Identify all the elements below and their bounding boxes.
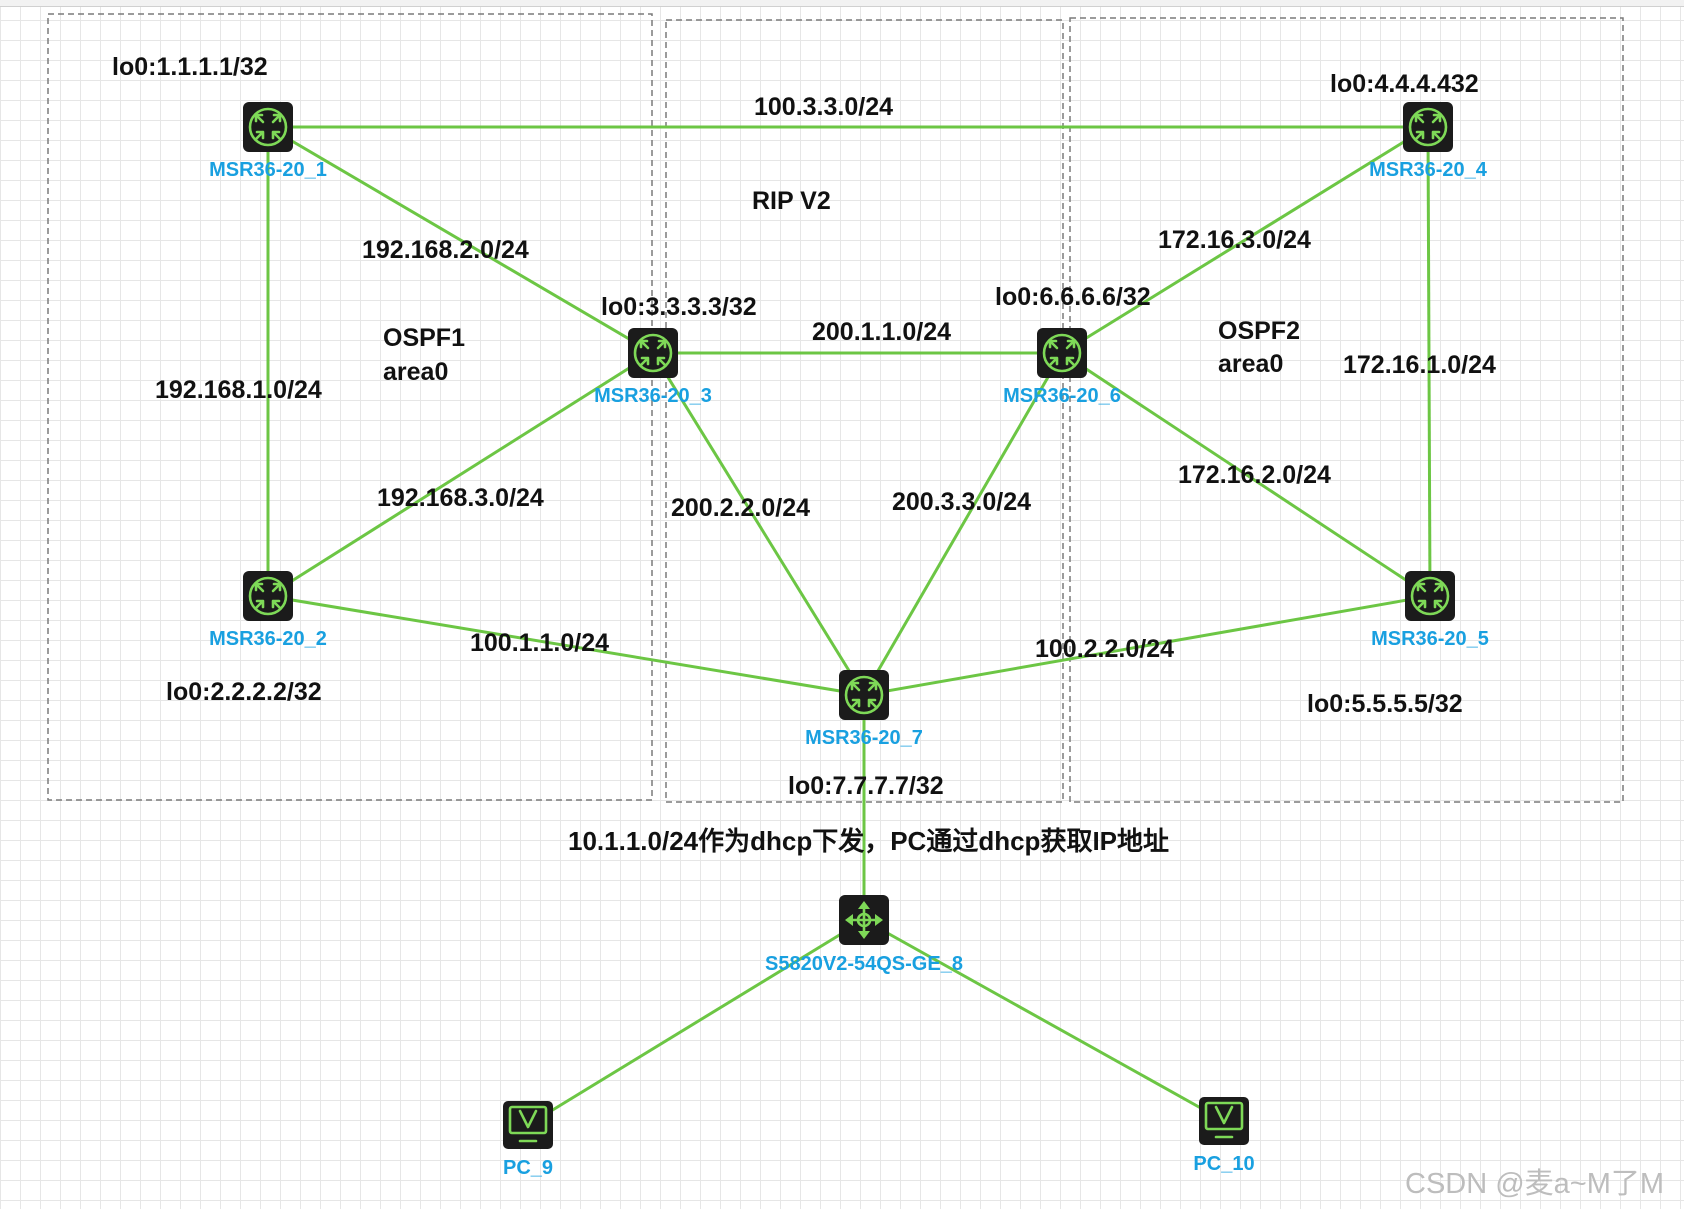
link-label-r1-r3: 192.168.2.0/24 — [362, 236, 529, 264]
rip-region-name: RIP V2 — [752, 187, 831, 215]
ospf2-area-label: area0 — [1218, 350, 1283, 378]
switch-icon[interactable] — [837, 893, 891, 947]
router-icon[interactable] — [241, 569, 295, 623]
window-top-strip — [0, 0, 1684, 7]
device-name-r5: MSR36-20_5 — [1371, 628, 1489, 650]
dhcp-note: 10.1.1.0/24作为dhcp下发，PC通过dhcp获取IP地址 — [568, 826, 1169, 856]
loopback-label-r6: lo0:6.6.6.6/32 — [995, 283, 1151, 311]
link-sw8-pc9[interactable] — [527, 918, 865, 1127]
device-name-sw8: S5820V2-54QS-GE_8 — [765, 953, 963, 975]
link-sw8-pc10[interactable] — [863, 918, 1225, 1123]
link-label-r1-r2: 192.168.1.0/24 — [155, 376, 322, 404]
ospf2-region-name: OSPF2 — [1218, 317, 1300, 345]
device-name-r6: MSR36-20_6 — [1003, 385, 1121, 407]
router-node-r1[interactable] — [241, 100, 295, 154]
loopback-label-r7: lo0:7.7.7.7/32 — [788, 772, 944, 800]
link-r4-r5[interactable] — [1426, 126, 1432, 597]
link-label-r2-r3: 192.168.3.0/24 — [377, 484, 544, 512]
ospf2-region-box — [1069, 17, 1624, 803]
link-label-r2-r7: 100.1.1.0/24 — [470, 629, 609, 657]
link-r2-r3[interactable] — [267, 351, 654, 598]
pc-node-pc9[interactable] — [501, 1099, 555, 1151]
loopback-label-r5: lo0:5.5.5.5/32 — [1307, 690, 1463, 718]
pc-monitor-icon[interactable] — [1197, 1095, 1251, 1147]
router-node-r4[interactable] — [1401, 100, 1455, 154]
ospf1-area-label: area0 — [383, 358, 448, 386]
csdn-watermark: CSDN @麦a~M了M — [1405, 1167, 1664, 1200]
ospf1-region-name: OSPF1 — [383, 324, 465, 352]
device-name-pc9: PC_9 — [503, 1157, 553, 1179]
loopback-label-r3: lo0:3.3.3.3/32 — [601, 293, 757, 321]
link-r1-r3[interactable] — [267, 125, 654, 355]
link-r2-r7[interactable] — [267, 594, 865, 697]
link-label-r4-r5: 172.16.1.0/24 — [1343, 351, 1496, 379]
link-r5-r6[interactable] — [1061, 351, 1431, 598]
router-icon[interactable] — [1401, 100, 1455, 154]
loopback-label-r2: lo0:2.2.2.2/32 — [166, 678, 322, 706]
link-label-r4-r6: 172.16.3.0/24 — [1158, 226, 1311, 254]
router-node-r3[interactable] — [626, 326, 680, 380]
link-r6-r7[interactable] — [862, 352, 1064, 696]
link-r3-r7[interactable] — [651, 352, 866, 696]
pc-monitor-icon[interactable] — [501, 1099, 555, 1151]
link-label-r5-r6: 172.16.2.0/24 — [1178, 461, 1331, 489]
router-node-r7[interactable] — [837, 668, 891, 722]
loopback-label-r4: lo0:4.4.4.432 — [1330, 70, 1479, 98]
router-node-r5[interactable] — [1403, 569, 1457, 623]
router-icon[interactable] — [1403, 569, 1457, 623]
link-label-r5-r7: 100.2.2.0/24 — [1035, 635, 1174, 663]
link-label-r3-r7: 200.2.2.0/24 — [671, 494, 810, 522]
device-name-r3: MSR36-20_3 — [594, 385, 712, 407]
device-name-r2: MSR36-20_2 — [209, 628, 327, 650]
link-r4-r6[interactable] — [1061, 125, 1429, 355]
ospf1-region-box — [47, 13, 653, 801]
device-name-r1: MSR36-20_1 — [209, 159, 327, 181]
device-name-pc10: PC_10 — [1193, 1153, 1254, 1175]
router-node-r6[interactable] — [1035, 326, 1089, 380]
links-layer — [266, 125, 1432, 1127]
router-icon[interactable] — [626, 326, 680, 380]
router-icon[interactable] — [241, 100, 295, 154]
device-name-r7: MSR36-20_7 — [805, 727, 923, 749]
pc-node-pc10[interactable] — [1197, 1095, 1251, 1147]
switch-node-sw8[interactable] — [837, 893, 891, 947]
device-name-r4: MSR36-20_4 — [1369, 159, 1488, 181]
link-label-r3-r6: 200.1.1.0/24 — [812, 318, 951, 346]
router-icon[interactable] — [1035, 326, 1089, 380]
link-label-r1-r4: 100.3.3.0/24 — [754, 93, 893, 121]
router-icon[interactable] — [837, 668, 891, 722]
link-label-r6-r7: 200.3.3.0/24 — [892, 488, 1031, 516]
link-r5-r7[interactable] — [863, 594, 1431, 697]
router-node-r2[interactable] — [241, 569, 295, 623]
loopback-label-r1: lo0:1.1.1.1/32 — [112, 53, 268, 81]
